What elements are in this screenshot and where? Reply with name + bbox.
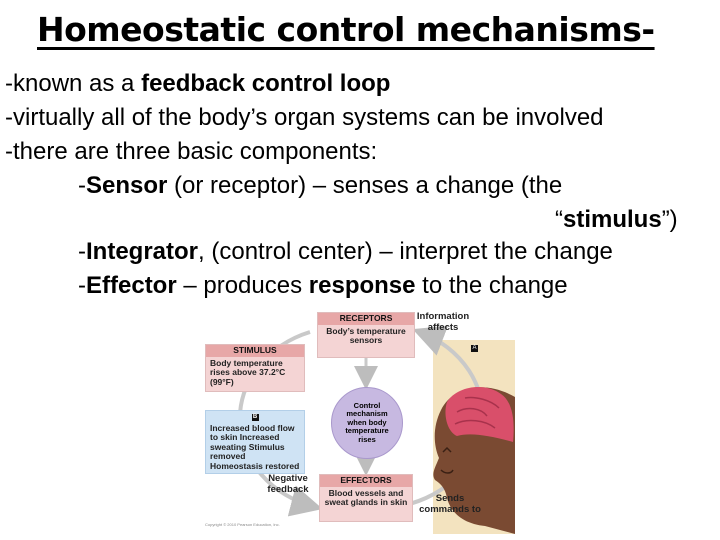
- component-effector: -Effector – produces response to the cha…: [78, 272, 568, 300]
- step-b-letter: B: [251, 414, 259, 422]
- response-term: response: [308, 272, 416, 299]
- effectors-box: EFFECTORS Blood vessels and sweat glands…: [319, 474, 413, 522]
- stimulus-description: Body temperature rises above 37.2°C (99°…: [210, 357, 286, 387]
- receptors-box: RECEPTORS Body’s temperature sensors: [317, 312, 415, 358]
- step-a-badge: A: [471, 340, 478, 358]
- response-box: B Increased blood flow to skin Increased…: [205, 410, 305, 474]
- sensor-term: Sensor: [86, 172, 168, 199]
- receptors-heading: RECEPTORS: [318, 313, 414, 325]
- negative-feedback-label: Negative feedback: [267, 473, 309, 495]
- effectors-heading: EFFECTORS: [320, 475, 412, 487]
- homeostasis-feedback-figure: RECEPTORS Body’s temperature sensors Inf…: [195, 302, 515, 534]
- receptors-description: Body’s temperature sensors: [326, 325, 406, 345]
- stimulus-heading: STIMULUS: [206, 345, 304, 357]
- stimulus-term: stimulus: [563, 206, 662, 233]
- integrator-dash: -: [78, 238, 86, 265]
- bullet-feedback-loop: -known as a feedback control loop: [5, 70, 390, 98]
- bullet-text: -known as a: [5, 70, 142, 97]
- sensor-dash: -: [78, 172, 86, 199]
- sends-commands-label: Sends commands to: [419, 493, 481, 515]
- bullet-bold-text: feedback control loop: [141, 70, 391, 97]
- control-mechanism-label: Control mechanism when body temperature …: [345, 400, 389, 444]
- stimulus-continuation: “stimulus”): [555, 206, 678, 234]
- sensor-description: (or receptor) – senses a change (the: [167, 172, 563, 199]
- integrator-description: , (control center) – interpret the chang…: [198, 238, 613, 265]
- copyright-note: Copyright © 2010 Pearson Education, Inc.: [205, 522, 280, 527]
- response-description: Increased blood flow to skin Increased s…: [210, 422, 300, 471]
- effector-dash: -: [78, 272, 86, 299]
- stimulus-close-quote: ”): [661, 206, 678, 233]
- component-integrator: -Integrator, (control center) – interpre…: [78, 238, 613, 266]
- effector-mid-text: – produces: [176, 272, 309, 299]
- human-head-illustration: [433, 387, 515, 534]
- stimulus-open-quote: “: [555, 206, 563, 233]
- integrator-term: Integrator: [86, 238, 199, 265]
- control-mechanism-circle: Control mechanism when body temperature …: [331, 387, 403, 459]
- information-affects-label: Information affects: [416, 311, 470, 333]
- component-sensor: -Sensor (or receptor) – senses a change …: [78, 172, 562, 200]
- effectors-description: Blood vessels and sweat glands in skin: [324, 487, 408, 507]
- step-a-letter: A: [471, 345, 478, 353]
- effector-end-text: to the change: [415, 272, 568, 299]
- effector-term: Effector: [86, 272, 177, 299]
- bullet-three-components: -there are three basic components:: [5, 138, 378, 165]
- slide-title: Homeostatic control mechanisms-: [37, 10, 655, 49]
- step-b-badge: B: [206, 411, 304, 423]
- bullet-organ-systems: -virtually all of the body’s organ syste…: [5, 104, 604, 131]
- stimulus-box: STIMULUS Body temperature rises above 37…: [205, 344, 305, 392]
